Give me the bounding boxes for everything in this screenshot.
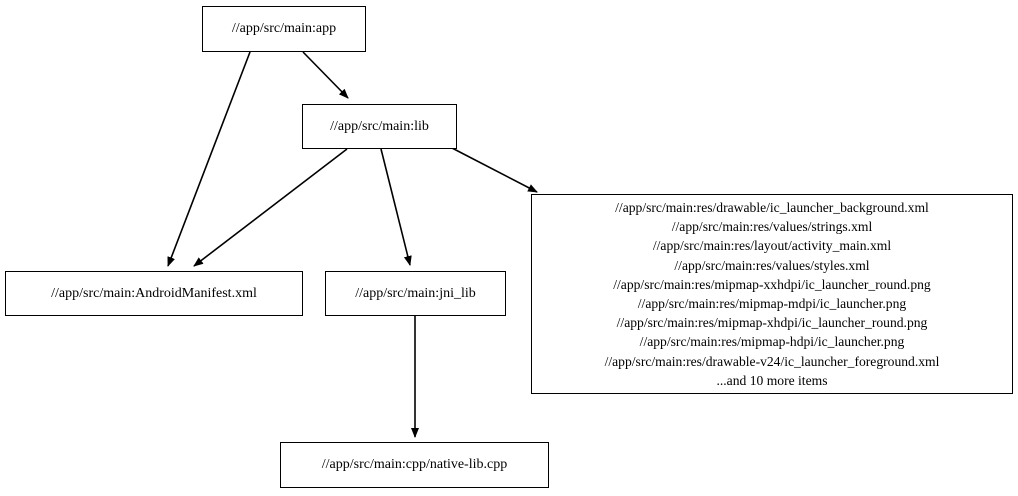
- node-res-group[interactable]: //app/src/main:res/drawable/ic_launcher_…: [531, 194, 1013, 394]
- node-res-group-label: //app/src/main:res/drawable/ic_launcher_…: [604, 199, 940, 388]
- edge-lib-to-jni-lib: [380, 148, 412, 266]
- node-native-lib-cpp-label: //app/src/main:cpp/native-lib.cpp: [321, 457, 508, 472]
- edge-lib-to-res: [451, 147, 538, 193]
- edge-lib-to-manifest: [193, 148, 348, 267]
- node-jni-lib-label: //app/src/main:jni_lib: [355, 285, 476, 301]
- node-native-lib-cpp[interactable]: //app/src/main:cpp/native-lib.cpp: [280, 442, 549, 488]
- node-app-label: //app/src/main:app: [231, 21, 337, 36]
- node-jni-lib[interactable]: //app/src/main:jni_lib: [325, 271, 506, 316]
- node-lib-label: //app/src/main:lib: [330, 118, 429, 134]
- edge-app-to-lib: [302, 51, 349, 99]
- node-app[interactable]: //app/src/main:app: [202, 6, 366, 52]
- node-android-manifest-label: //app/src/main:AndroidManifest.xml: [51, 285, 257, 301]
- edge-app-to-manifest: [167, 51, 251, 267]
- node-lib[interactable]: //app/src/main:lib: [302, 104, 457, 149]
- node-android-manifest[interactable]: //app/src/main:AndroidManifest.xml: [5, 271, 303, 316]
